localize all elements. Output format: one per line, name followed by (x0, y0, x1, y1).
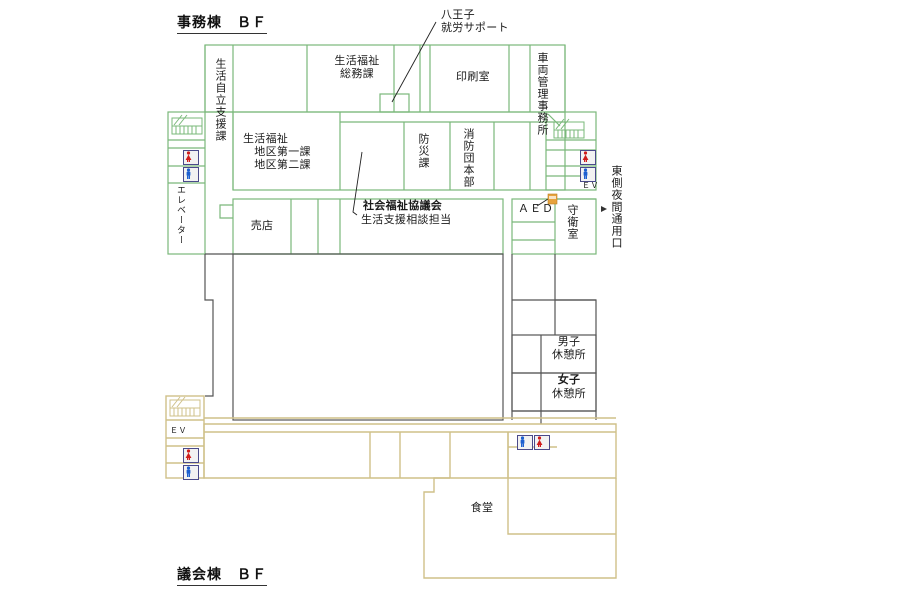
stairs-upper-left (171, 114, 203, 135)
female-figure-icon (582, 151, 589, 162)
male-figure-icon (520, 436, 525, 447)
east-entrance-arrow (601, 206, 607, 212)
restroom-icon-male-upper-right (580, 167, 596, 182)
aed-marker (547, 193, 558, 205)
assembly-wing-walls (165, 395, 617, 579)
callout-leader-lines (352, 21, 549, 216)
callout-shakai-fukushi-kyogikai: 社会福祉協議会 (363, 199, 443, 212)
restroom-icon-female-upper-left (183, 150, 199, 165)
female-figure-icon (536, 436, 543, 447)
female-figure-icon (185, 449, 192, 460)
restroom-icon-female-upper-right (580, 150, 596, 165)
callout-seikatsu-shien-sodan-tanto: 生活支援相談担当 (361, 213, 452, 226)
stairs-upper-right (553, 118, 585, 139)
restroom-icon-male-cafeteria (517, 435, 533, 450)
room-label-shueishitsu: 守衛室 (566, 204, 579, 240)
room-label-bosaika: 防災課 (417, 133, 430, 169)
aed-label: ＡＥＤ (518, 202, 554, 215)
callout-hachioji-shuro-support: 八王子 就労サポート (441, 8, 509, 34)
restroom-icon-male-upper-left (183, 167, 199, 182)
ev-label-lower-left: ＥＶ (170, 426, 187, 435)
room-label-insatsushitsu: 印刷室 (456, 70, 490, 83)
elevator-label-left: エレベーター (175, 185, 185, 245)
room-label-danshi-kyukeijo: 男子 休憩所 (552, 335, 586, 361)
male-figure-icon (186, 168, 191, 179)
room-label-shokudo: 食堂 (470, 501, 494, 514)
male-figure-icon (186, 466, 191, 477)
male-figure-icon (583, 168, 588, 179)
room-label-seikatsu-jiritsu-shien-ka: 生活自立支援課 (214, 58, 227, 142)
room-label-sharyo-kanri-jimusho: 車両管理事務所 (536, 52, 549, 136)
female-figure-icon (185, 151, 192, 162)
room-label-joshi-kyukeijo-line2: 休憩所 (552, 387, 586, 400)
room-label-seikatsu-fukushi-somuka: 生活福祉 総務課 (334, 54, 380, 80)
page-title-assembly-wing: 議会棟 ＢＦ (177, 564, 267, 586)
room-label-seikatsu-fukushi-chiku: 生活福祉 地区第一課 地区第二課 (243, 132, 311, 171)
page-title-office-wing: 事務棟 ＢＦ (177, 12, 267, 34)
room-label-shobodan-honbu: 消防団本部 (462, 128, 475, 188)
room-label-joshi-kyukeijo-line1: 女子 (557, 373, 581, 386)
ev-label-upper-right: ＥＶ (582, 181, 599, 190)
room-label-baiten: 売店 (250, 219, 274, 232)
restroom-icon-female-cafeteria (534, 435, 550, 450)
restroom-icon-female-lower-left (183, 448, 199, 463)
stairs-lower-left (169, 396, 201, 417)
restroom-icon-male-lower-left (183, 465, 199, 480)
interior-walls (204, 253, 597, 424)
east-night-entrance-label: 東側夜間通用口 (610, 165, 623, 249)
